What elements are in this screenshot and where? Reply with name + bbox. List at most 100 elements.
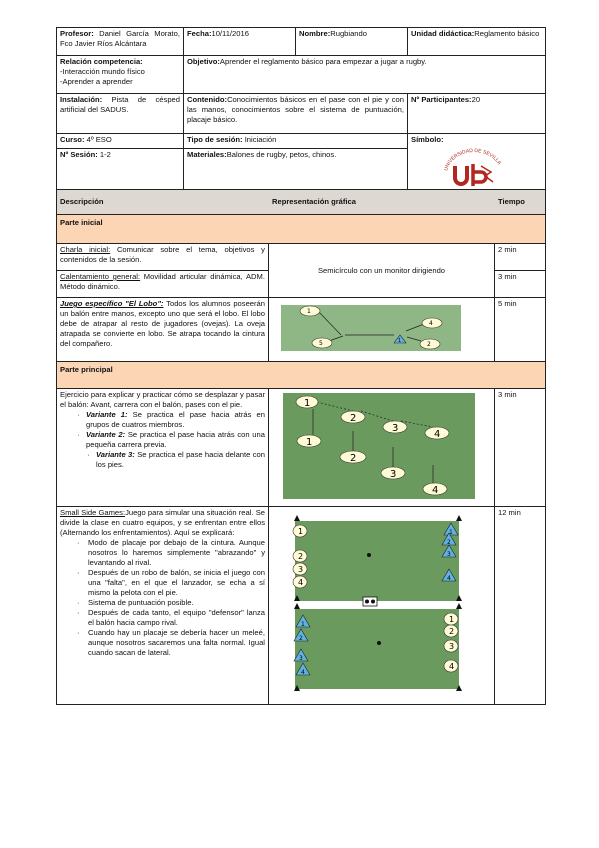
- profesor-value: Daniel García Morato, Fco Javier Ríos Al…: [60, 29, 180, 48]
- svg-text:3: 3: [390, 469, 396, 480]
- unidad-value: Reglamento básico: [474, 29, 540, 38]
- svg-text:1: 1: [298, 527, 303, 536]
- ssg-bot-cone-1: 1: [295, 614, 311, 628]
- profesor-cell: Profesor: Daniel García Morato, Fco Javi…: [56, 27, 184, 56]
- ssg-bot-cone-2: 2: [293, 628, 309, 642]
- ssg-top-player-2: 2: [292, 549, 308, 563]
- ssg-top-cone-1: 1: [443, 522, 459, 536]
- svg-text:5: 5: [319, 340, 323, 347]
- university-logo: UNIVERSIDAD DE SEVILLA: [443, 148, 502, 186]
- variante-2: Variante 2: Se practica el pase hacia at…: [86, 430, 265, 450]
- ejercicio-cell: Ejercicio para explicar y practicar cómo…: [56, 388, 269, 507]
- participantes-label: Nº Participantes:: [411, 95, 472, 104]
- svg-text:4: 4: [301, 669, 305, 676]
- ej-player-4b: 4: [422, 482, 448, 496]
- objetivo-label: Objetivo:: [187, 57, 220, 66]
- objetivo-value: Aprender el reglamento básico para empez…: [219, 57, 427, 66]
- svg-text:4: 4: [449, 662, 454, 671]
- ssg-item-5: Cuando hay un placaje se debería hacer u…: [88, 628, 265, 658]
- parte-principal-title: Parte principal: [56, 361, 546, 389]
- svg-text:1: 1: [449, 529, 453, 536]
- session-sheet: Profesor: Daniel García Morato, Fco Javi…: [56, 27, 546, 720]
- svg-text:2: 2: [447, 539, 451, 546]
- relacion-item-2: -Aprender a aprender: [60, 77, 133, 86]
- curso-value: 4º ESO: [86, 135, 112, 144]
- fecha-label: Fecha:: [187, 29, 212, 38]
- svg-text:2: 2: [298, 552, 303, 561]
- curso-cell: Curso: 4º ESO: [56, 133, 184, 149]
- ej-player-1a: 1: [295, 395, 319, 409]
- header-row-3: Instalación: Pista de césped artificial …: [56, 93, 546, 134]
- lobo-wolf: 1: [393, 334, 407, 344]
- ssg-bot-player-1: 1: [443, 612, 459, 626]
- ssg-bot-player-2: 2: [443, 624, 459, 638]
- ejercicio-diagram: 1 1 2 2 3 3 4 4: [283, 393, 475, 499]
- column-header-row: Descripción Representación gráfica Tiemp…: [56, 189, 546, 215]
- ej-player-3b: 3: [380, 466, 406, 480]
- ej-player-2b: 2: [339, 450, 367, 464]
- ssg-bot-cone-4: 4: [295, 662, 311, 676]
- lobo-player-5: 5: [311, 337, 333, 348]
- svg-text:1: 1: [301, 621, 305, 628]
- col-descripcion: Descripción: [60, 197, 104, 206]
- relacion-label: Relación competencia:: [60, 57, 143, 66]
- header-row-1: Profesor: Daniel García Morato, Fco Javi…: [56, 27, 546, 56]
- materiales-label: Materiales:: [187, 149, 227, 159]
- ejercicio-text: Ejercicio para explicar y practicar cómo…: [60, 390, 265, 409]
- nombre-label: Nombre:: [299, 29, 331, 38]
- parte-inicial-row: Parte inicial: [56, 214, 546, 244]
- objetivo-cell: Objetivo:Aprender el reglamento básico p…: [183, 55, 546, 94]
- svg-text:1: 1: [307, 308, 311, 315]
- ssg-bot-cone-3: 3: [293, 648, 309, 662]
- instalacion-value: Pista de césped artificial del SADUS.: [60, 95, 180, 114]
- header-row-4: Curso: 4º ESO Tipo de sesión: Iniciación…: [56, 133, 546, 190]
- nombre-value: Rugbiando: [330, 29, 367, 38]
- lobo-text: Todos los alumnos poseerán un balón entr…: [60, 299, 266, 348]
- svg-text:1: 1: [304, 398, 310, 409]
- calentamiento-row: Calentamiento general: Movilidad articul…: [56, 270, 546, 298]
- ssg-cell: Small Side Games:Juego para simular una …: [56, 506, 269, 705]
- lobo-player-1: 1: [299, 305, 321, 316]
- lobo-diagram: 1 5 4 2 1: [281, 304, 461, 351]
- svg-text:3: 3: [298, 565, 303, 574]
- fecha-cell: Fecha:10/11/2016: [183, 27, 296, 56]
- svg-text:2: 2: [350, 453, 356, 464]
- nombre-cell: Nombre:Rugbiando: [295, 27, 408, 56]
- calentamiento-text: Movilidad articular dinámica, ADM. Métod…: [60, 272, 265, 291]
- contenido-label: Contenido:: [187, 95, 228, 104]
- svg-text:2: 2: [427, 341, 431, 348]
- sesion-cell: Nº Sesión: 1-2: [56, 147, 184, 191]
- svg-text:1: 1: [398, 338, 401, 344]
- svg-text:4: 4: [432, 485, 438, 496]
- semicirculo-text: Semicírculo con un monitor dirigiendo: [317, 265, 446, 275]
- ssg-field-top: [295, 521, 459, 601]
- tipo-label: Tipo de sesión:: [187, 135, 243, 144]
- ej-player-3a: 3: [382, 420, 408, 434]
- tipo-value: Iniciación: [244, 135, 277, 144]
- svg-text:3: 3: [392, 423, 398, 434]
- header-row-5: Nº Sesión: 1-2 Materiales:Balones de rug…: [56, 147, 546, 191]
- ejercicio-diagram-cell: 1 1 2 2 3 3 4 4: [268, 388, 495, 507]
- participantes-value: 20: [471, 95, 481, 104]
- svg-text:1: 1: [306, 437, 312, 448]
- ssg-text: Juego para simular una situación real. S…: [60, 508, 265, 537]
- svg-text:2: 2: [449, 627, 454, 636]
- svg-text:2: 2: [350, 413, 356, 424]
- ssg-diagram: 1 2 3 4 1 2 3 4 1 2 3 4 1 2 3 4: [292, 515, 462, 691]
- ejercicio-time: 3 min: [494, 388, 546, 507]
- ssg-top-cone-3: 3: [441, 544, 457, 558]
- curso-label: Curso:: [60, 135, 85, 144]
- profesor-label: Profesor:: [60, 29, 94, 38]
- variante-3: Variante 3: Se practica el pase hacia de…: [96, 450, 265, 470]
- relacion-cell: Relación competencia: -Interacción mundo…: [56, 55, 184, 94]
- simbolo-cell: Símbolo: UNIVERSIDAD DE SEVILLA: [407, 133, 546, 190]
- svg-text:4: 4: [298, 578, 303, 587]
- charla-cell: Charla inicial: Comunicar sobre el tema,…: [56, 243, 269, 271]
- ssg-top-player-3: 3: [292, 562, 308, 576]
- ssg-diagram-cell: 1 2 3 4 1 2 3 4 1 2 3 4 1 2 3 4: [268, 506, 495, 705]
- svg-text:3: 3: [449, 642, 454, 651]
- charla-time: 2 min: [494, 243, 546, 271]
- calentamiento-cell: Calentamiento general: Movilidad articul…: [56, 270, 269, 298]
- svg-text:4: 4: [429, 320, 433, 327]
- materiales-value: Balones de rugby, petos, chinos.: [226, 149, 337, 159]
